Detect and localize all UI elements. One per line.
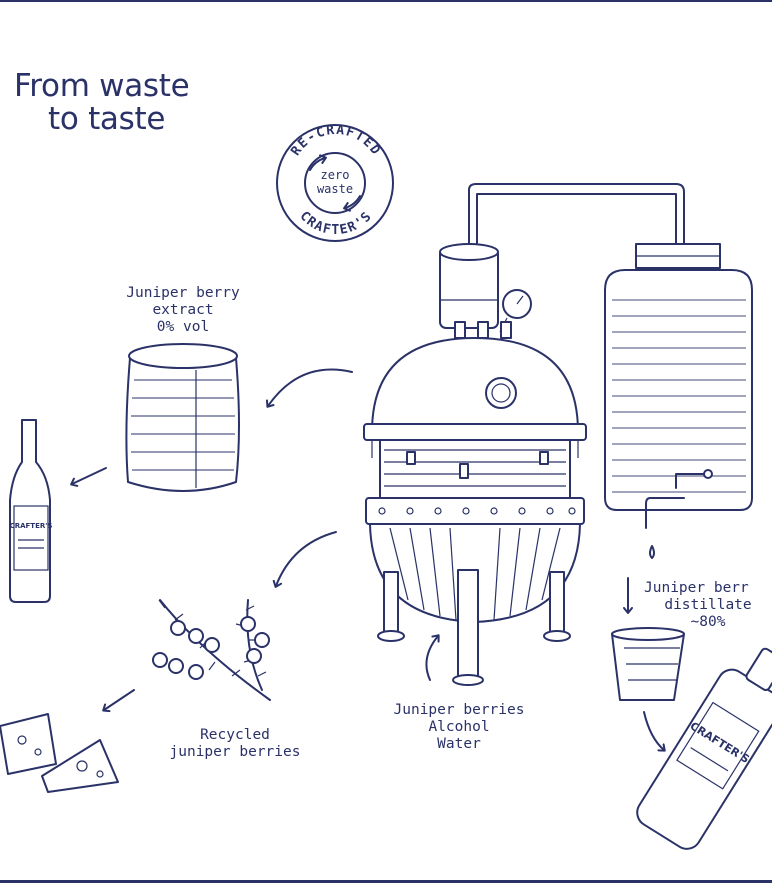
extract-label-line-2: extract <box>152 302 214 318</box>
still-upper-dome <box>371 337 579 433</box>
tank-tap <box>675 473 707 489</box>
extract-barrel <box>125 343 240 492</box>
distillate-label-line-1: Juniper berr <box>644 580 749 596</box>
title-line-2: to taste <box>48 101 166 137</box>
top-border <box>0 0 772 2</box>
badge-cycle-arrow-icon <box>343 195 361 212</box>
still-valve <box>454 321 466 339</box>
zero-waste-badge: RE-CRAFTED CRAFTER'S zero waste <box>276 123 394 242</box>
tank-body <box>604 269 753 511</box>
gin-bottle-small: CRAFTER'S <box>9 419 53 603</box>
inputs-label: Juniper berries Alcohol Water <box>372 702 546 753</box>
arrow-to-barrel <box>266 368 353 408</box>
drop-icon <box>649 545 655 559</box>
juniper-branch-icon <box>152 599 271 701</box>
extract-label-line-1: Juniper berry <box>126 285 240 301</box>
distillate-label-line-2: distillate <box>664 597 752 613</box>
still-lower-flange <box>365 497 585 525</box>
inputs-label-line-2: Alcohol <box>428 719 490 735</box>
page-title: From waste to taste <box>14 70 274 136</box>
still-porthole <box>485 377 517 409</box>
arrow-to-bottle <box>70 467 107 487</box>
arrow-into-still <box>425 634 440 681</box>
badge-cycle-arrow-icon <box>309 154 327 171</box>
bottom-border <box>0 880 772 883</box>
arrow-to-cheese <box>102 689 135 713</box>
cheese-icon <box>0 713 119 793</box>
gin-bottle-large: CRAFTER'S <box>636 647 772 850</box>
inputs-label-line-3: Water <box>437 736 481 752</box>
extract-label: Juniper berry extract 0% vol <box>110 285 256 336</box>
distillation-still <box>363 243 587 686</box>
still-valve <box>477 321 489 339</box>
connecting-pipe-inner <box>476 193 677 263</box>
arrow-to-large-bottle <box>643 711 666 752</box>
recycled-label: Recycled juniper berries <box>150 727 320 761</box>
recycled-label-line-2: juniper berries <box>169 744 301 760</box>
connecting-pipe <box>468 183 685 263</box>
still-leg <box>383 571 399 635</box>
title-line-1: From waste <box>14 68 190 104</box>
badge-center-line-1: zero <box>321 168 350 182</box>
badge-outer-ring <box>276 124 394 242</box>
still-valve <box>500 321 512 339</box>
still-column-top <box>439 243 499 261</box>
distillate-label-line-3: ~80% <box>690 614 726 630</box>
badge-center-line-2: waste <box>317 182 353 196</box>
arrow-to-branch <box>272 531 337 588</box>
still-leg <box>457 569 479 679</box>
distillate-label: Juniper berr distillate ~80% <box>644 580 772 631</box>
badge-inner-ring <box>304 152 366 214</box>
inputs-label-line-1: Juniper berries <box>393 702 525 718</box>
small-bottle-brand-label: CRAFTER'S <box>10 522 53 530</box>
tank-spout <box>645 497 685 529</box>
still-middle-body <box>379 439 571 499</box>
flow-arrows <box>70 368 666 752</box>
distillate-bucket <box>611 627 685 701</box>
distillate-tank <box>604 243 753 559</box>
still-leg <box>549 571 565 635</box>
extract-label-line-3: 0% vol <box>156 319 210 335</box>
still-upper-flange <box>363 423 587 441</box>
recycled-label-line-1: Recycled <box>200 727 270 743</box>
